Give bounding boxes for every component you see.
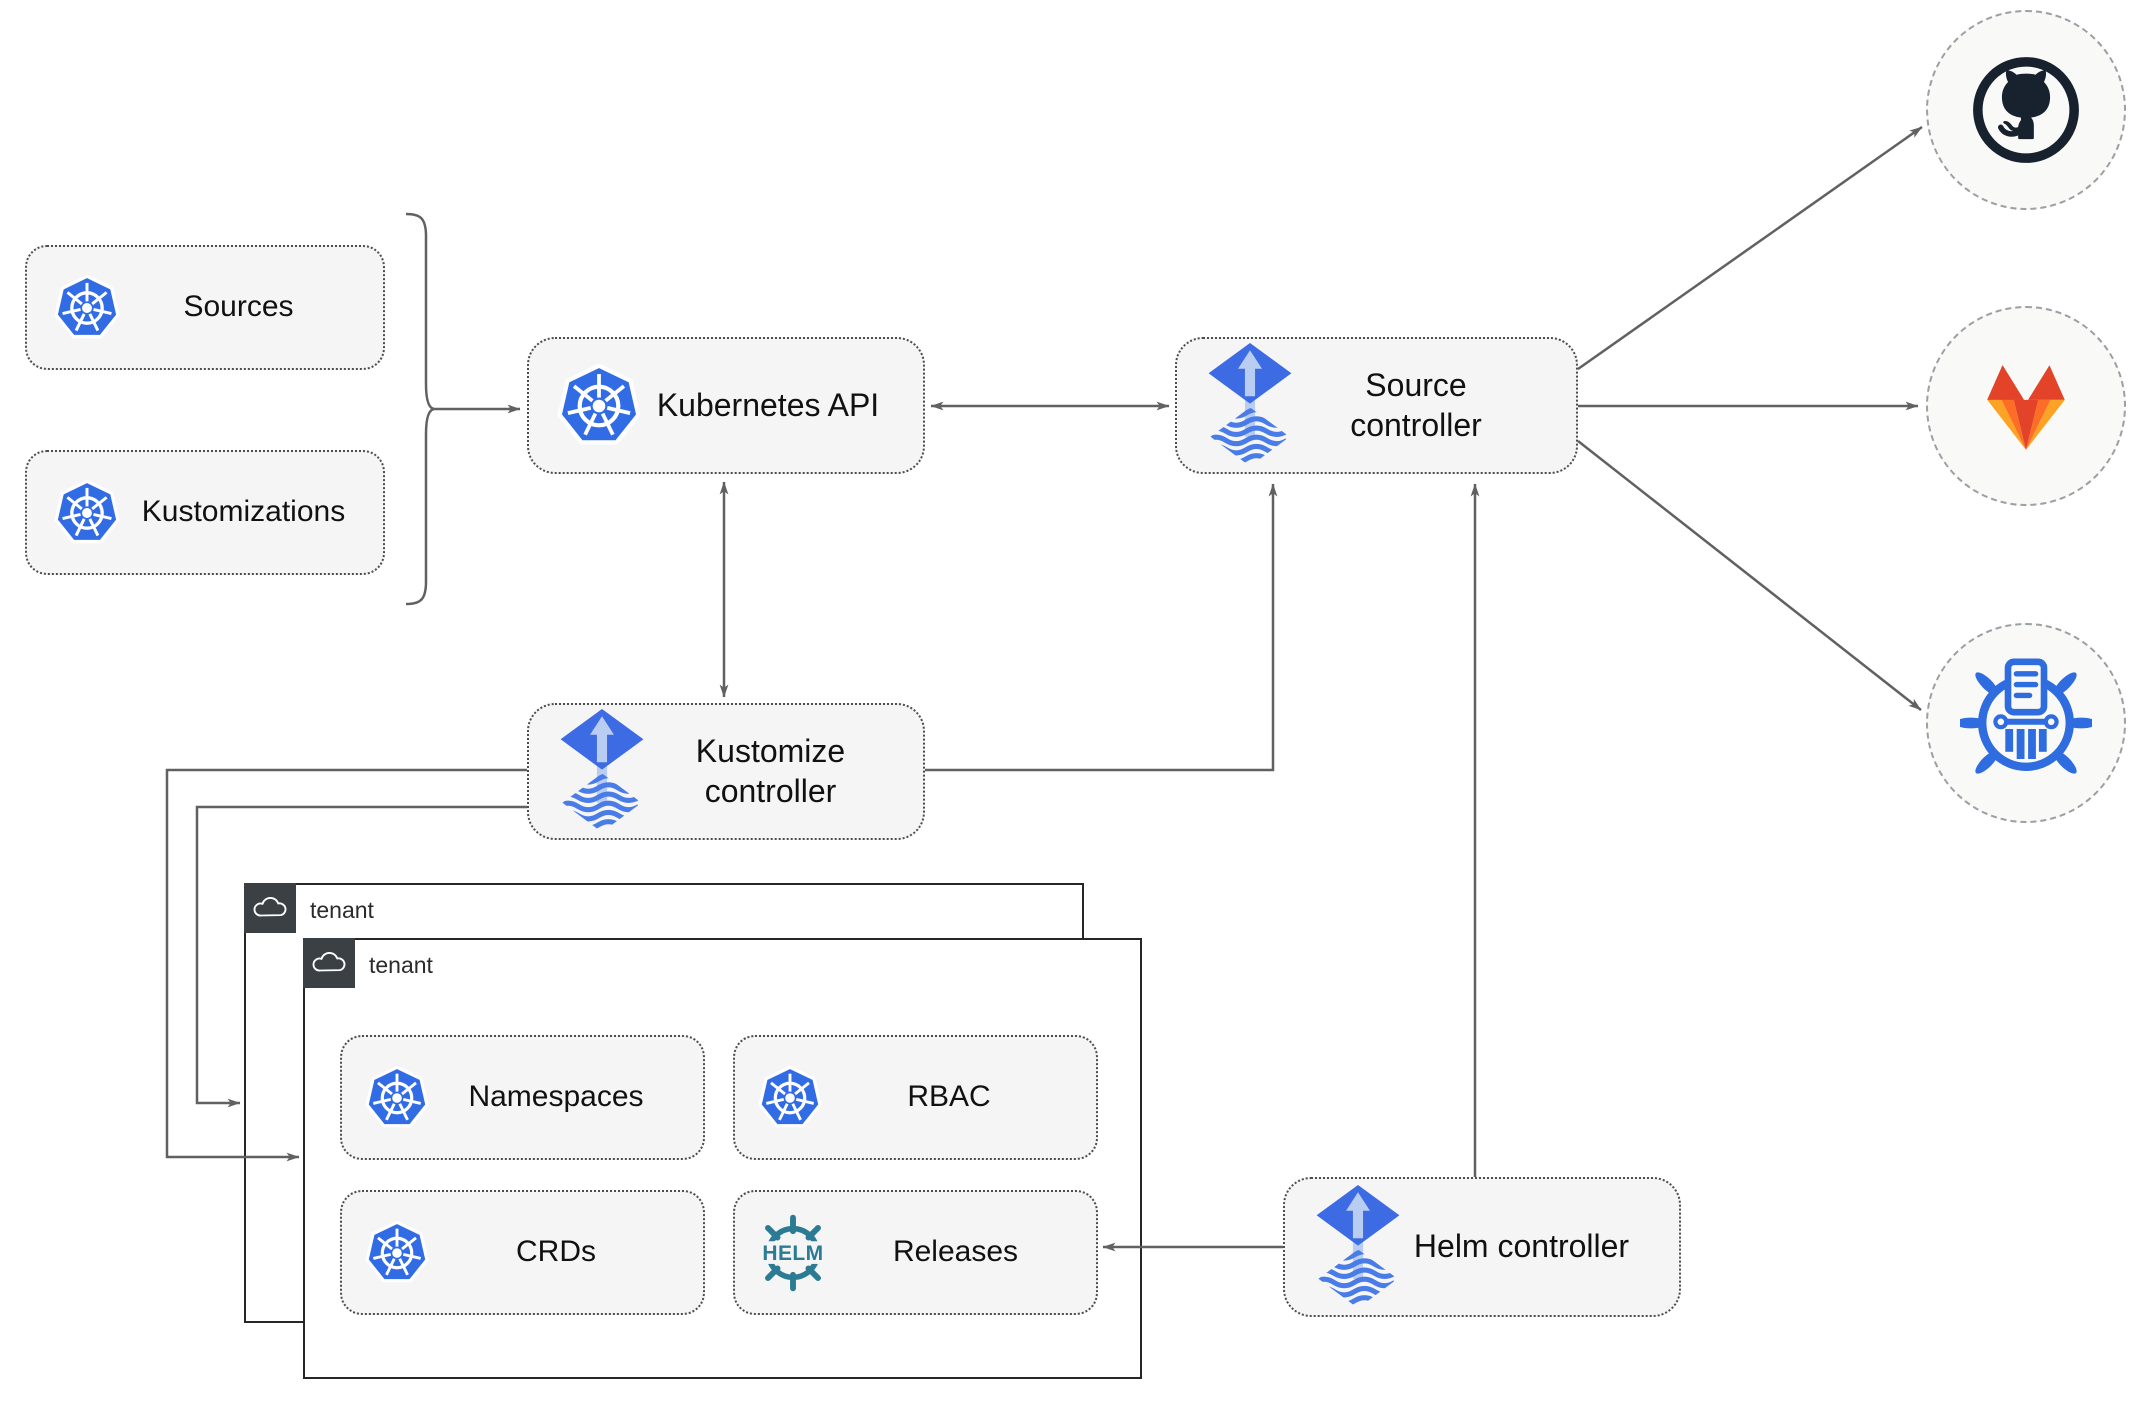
node-kustomizations[interactable]: Kustomizations bbox=[25, 450, 385, 575]
kubernetes-icon bbox=[557, 364, 641, 448]
helm-repository-endpoint[interactable] bbox=[1926, 623, 2126, 823]
node-label: CRDs bbox=[516, 1235, 596, 1269]
edge-source-to-helm-repository bbox=[1577, 440, 1922, 711]
node-label: RBAC bbox=[907, 1080, 991, 1114]
node-label: Kustomizations bbox=[141, 495, 346, 529]
tenant-back-tab bbox=[244, 883, 296, 933]
node-helm-controller[interactable]: Helm controller bbox=[1283, 1177, 1681, 1317]
svg-text:HELM: HELM bbox=[762, 1242, 823, 1265]
kubernetes-icon bbox=[365, 1221, 429, 1285]
node-namespaces[interactable]: Namespaces bbox=[340, 1035, 705, 1160]
kubernetes-icon bbox=[54, 480, 120, 546]
kubernetes-icon bbox=[758, 1066, 822, 1130]
kubernetes-icon bbox=[365, 1066, 429, 1130]
node-label: Kustomize controller bbox=[695, 733, 846, 809]
node-kustomize-controller[interactable]: Kustomize controller bbox=[527, 703, 925, 840]
node-sources[interactable]: Sources bbox=[25, 245, 385, 370]
tenant-front-label: tenant bbox=[369, 952, 433, 978]
edge-source-to-github bbox=[1577, 125, 1923, 371]
helm-icon: HELM bbox=[751, 1211, 835, 1295]
grouping-brace bbox=[405, 212, 435, 606]
kubernetes-icon bbox=[54, 275, 120, 341]
chartmuseum-icon bbox=[1960, 658, 2092, 774]
cloud-icon bbox=[252, 896, 288, 920]
node-releases[interactable]: HELM Releases bbox=[733, 1190, 1098, 1315]
node-source-controller[interactable]: Source controller bbox=[1175, 337, 1578, 474]
node-label: Source controller bbox=[1350, 367, 1482, 443]
flux-icon bbox=[1312, 1183, 1404, 1312]
tenant-front-tab bbox=[303, 938, 355, 988]
node-crds[interactable]: CRDs bbox=[340, 1190, 705, 1315]
gitlab-endpoint[interactable] bbox=[1926, 306, 2126, 506]
edge-kustomize-to-source-controller bbox=[925, 483, 1278, 772]
tenant-back-label: tenant bbox=[310, 897, 374, 923]
flux-icon bbox=[1204, 341, 1296, 470]
node-label: Releases bbox=[892, 1235, 1019, 1269]
node-label: Kubernetes API bbox=[656, 386, 880, 423]
node-label: Sources bbox=[183, 290, 294, 324]
github-icon bbox=[1973, 57, 2079, 163]
node-kubernetes-api[interactable]: Kubernetes API bbox=[527, 337, 925, 474]
node-label: Namespaces bbox=[468, 1080, 644, 1114]
gitlab-icon bbox=[1987, 365, 2065, 450]
flux-icon bbox=[556, 707, 648, 836]
node-rbac[interactable]: RBAC bbox=[733, 1035, 1098, 1160]
node-label: Helm controller bbox=[1413, 1228, 1630, 1265]
github-endpoint[interactable] bbox=[1926, 10, 2126, 210]
cloud-icon bbox=[311, 951, 347, 975]
